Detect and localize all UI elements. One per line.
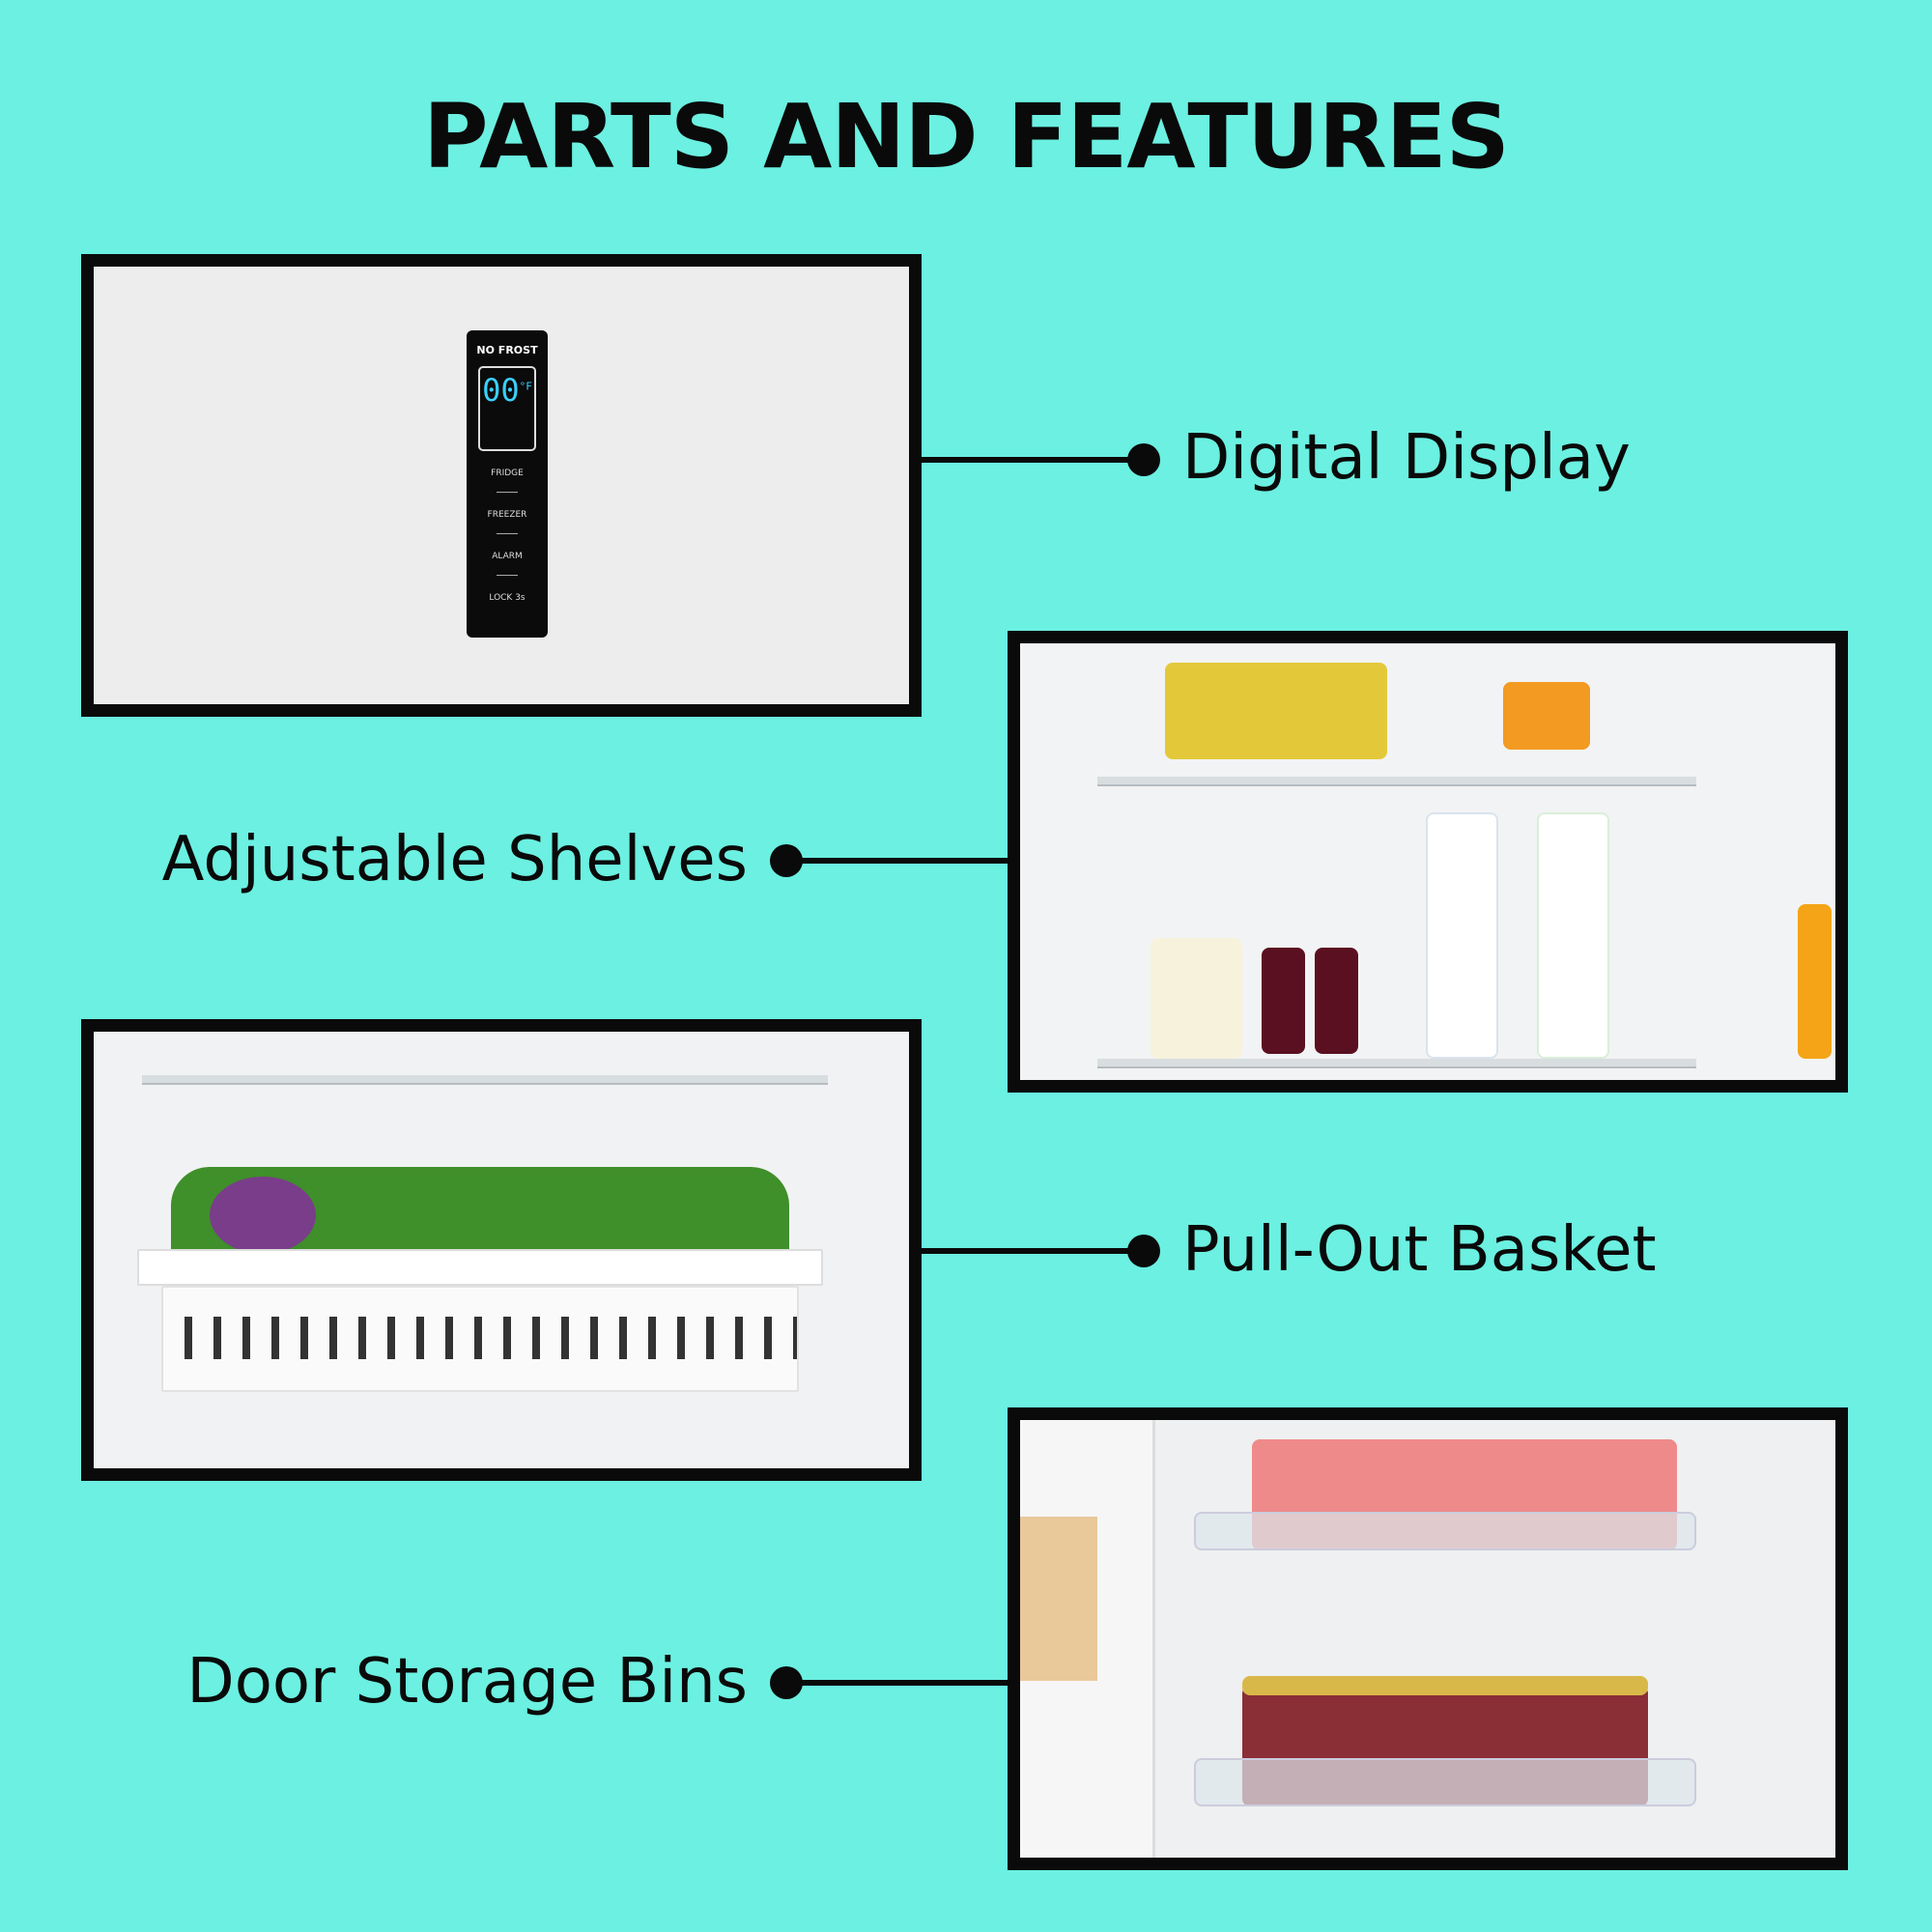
connector-line — [922, 1248, 1150, 1254]
feature-label-digital-display: Digital Display — [1182, 422, 1631, 494]
freezer-button[interactable]: FREEZER — [487, 510, 527, 520]
adjustable-shelves-photo — [1008, 631, 1848, 1093]
connector-dot — [1127, 1235, 1160, 1267]
connector-dot — [1127, 443, 1160, 476]
connector-line — [786, 1680, 1008, 1686]
feature-label-adjustable-shelves: Adjustable Shelves — [161, 824, 748, 895]
temperature-value: 00 — [482, 372, 520, 409]
digital-display-photo: NO FROST 00°F FRIDGE FREEZER ALARM LOCK … — [81, 254, 922, 717]
connector-line — [786, 858, 1008, 864]
control-panel: NO FROST 00°F FRIDGE FREEZER ALARM LOCK … — [467, 330, 548, 638]
lock-button[interactable]: LOCK 3s — [489, 593, 526, 603]
temperature-unit: °F — [519, 380, 532, 393]
connector-line — [922, 457, 1150, 463]
page-title: PARTS AND FEATURES — [423, 85, 1510, 188]
temperature-screen: 00°F — [478, 366, 536, 451]
feature-label-pull-out-basket: Pull-Out Basket — [1182, 1214, 1657, 1286]
fridge-button[interactable]: FRIDGE — [491, 469, 524, 478]
pull-out-basket-photo — [81, 1019, 922, 1481]
alarm-button[interactable]: ALARM — [492, 552, 523, 561]
door-storage-bins-photo — [1008, 1407, 1848, 1870]
panel-brand: NO FROST — [476, 344, 538, 356]
feature-label-door-storage-bins: Door Storage Bins — [186, 1646, 748, 1718]
